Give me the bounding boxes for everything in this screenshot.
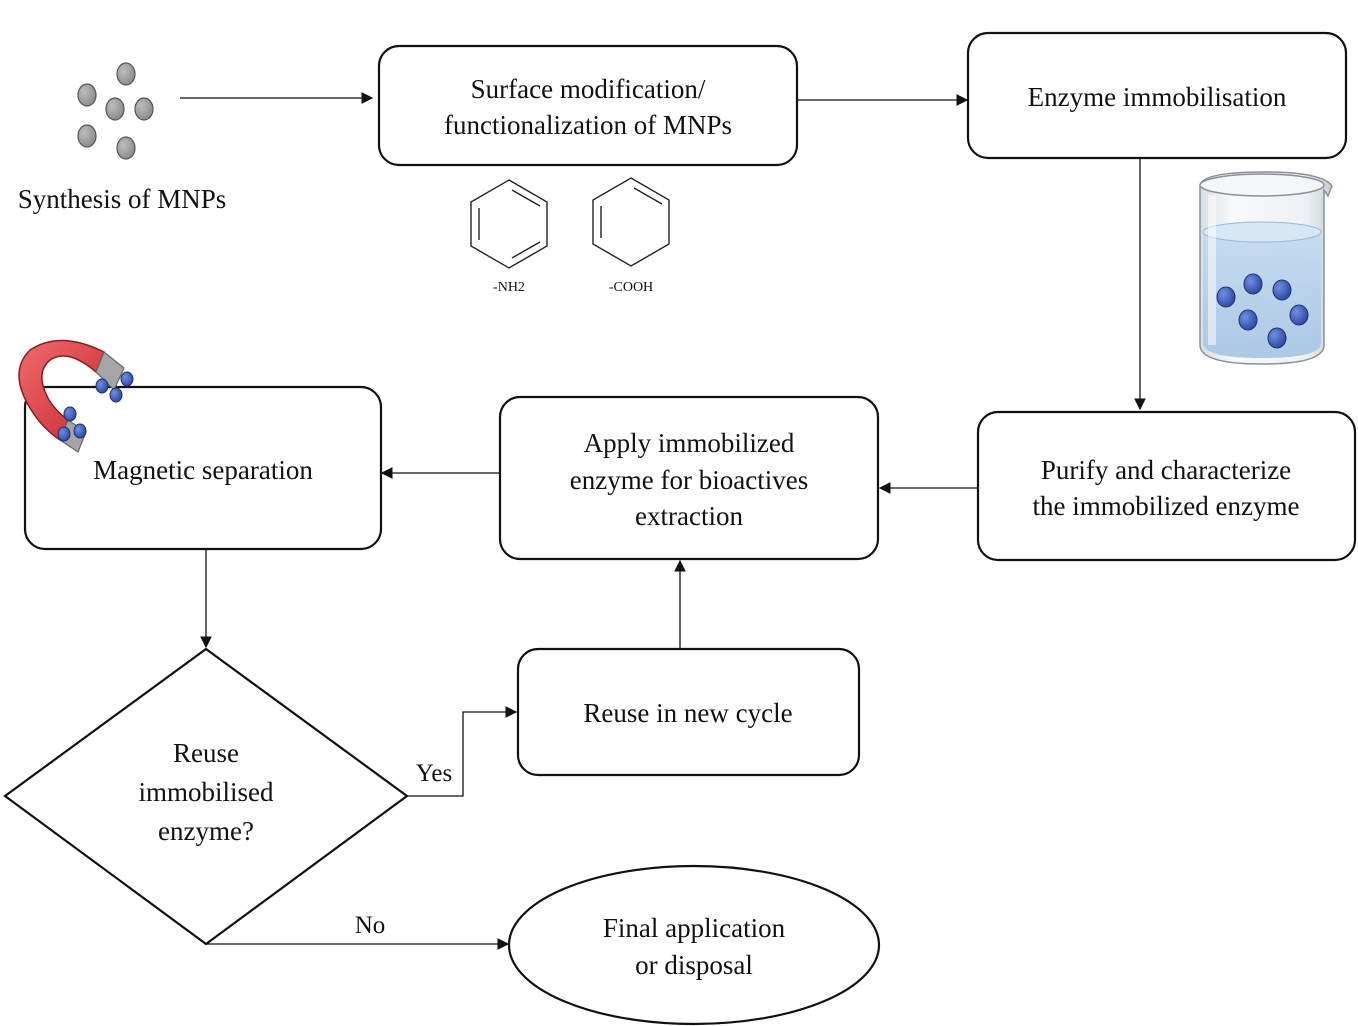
node-decision-line2: immobilised — [139, 777, 275, 807]
node-surface-line2: functionalization of MNPs — [444, 110, 732, 140]
node-reuse-new-cycle — [516, 647, 861, 777]
magnet-icon — [18, 339, 134, 453]
node-surface-modification — [377, 44, 799, 167]
node-apply-line2: enzyme for bioactives — [570, 465, 808, 495]
node-apply-line3: extraction — [635, 501, 743, 531]
node-purify-line1: Purify and characterize — [1041, 455, 1291, 485]
node-purify-line2: the immobilized enzyme — [1033, 491, 1300, 521]
node-reuse-label: Reuse in new cycle — [583, 698, 792, 728]
node-enzyme-immobilisation — [966, 31, 1348, 160]
node-reuse-decision — [3, 647, 409, 946]
node-synthesis-label: Synthesis of MNPs — [18, 184, 227, 214]
beaker-icon — [1199, 171, 1333, 365]
node-decision-line3: enzyme? — [158, 816, 254, 846]
node-purify-characterize — [976, 410, 1357, 562]
mnp-particles-icon — [77, 62, 154, 160]
node-decision-line1: Reuse — [173, 738, 239, 768]
node-final-line1: Final application — [603, 913, 786, 943]
node-final-application — [507, 864, 881, 1026]
node-magnetic-separation — [23, 385, 383, 551]
edge-label-yes: Yes — [416, 760, 452, 787]
carboxyl-label: -COOH — [609, 280, 653, 295]
edge-decision-yes-to-reuse — [407, 706, 518, 797]
amine-label: -NH2 — [493, 280, 525, 295]
node-surface-line1: Surface modification/ — [471, 74, 706, 104]
node-apply-line1: Apply immobilized — [584, 428, 795, 458]
edge-label-no: No — [355, 912, 386, 939]
carboxyl-ring-icon — [592, 177, 670, 267]
amine-ring-icon — [470, 179, 548, 269]
node-apply-enzyme — [498, 395, 880, 561]
node-final-line2: or disposal — [635, 950, 753, 980]
node-magnetic-label: Magnetic separation — [93, 455, 313, 485]
node-immobilisation-label: Enzyme immobilisation — [1028, 82, 1287, 112]
